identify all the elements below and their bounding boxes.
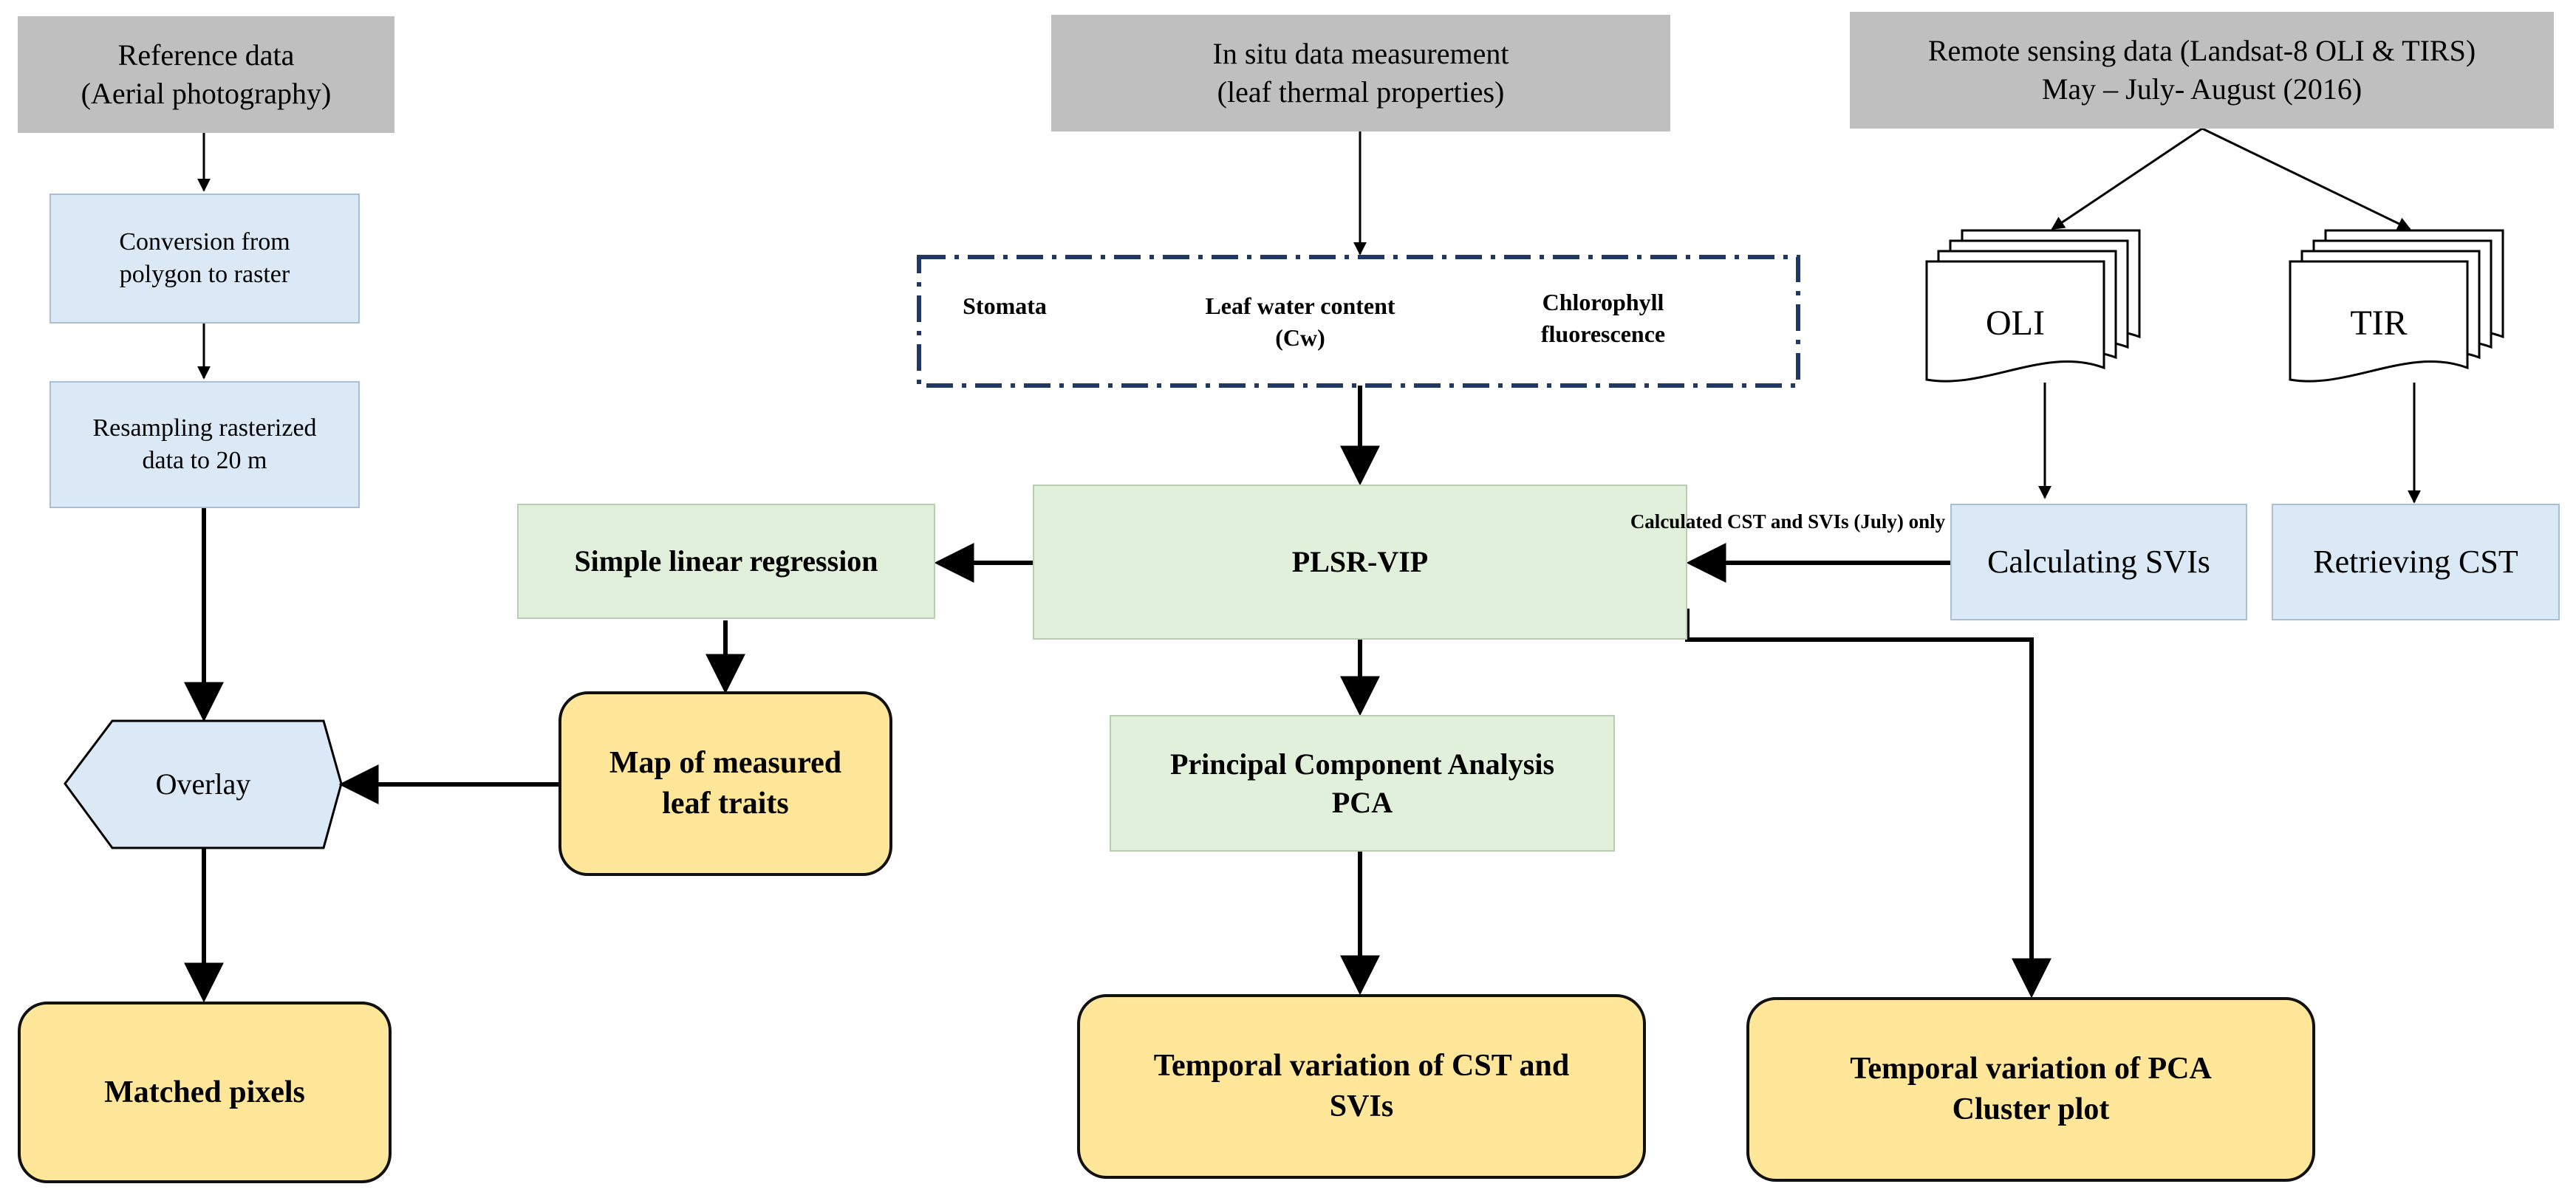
thick-connectors — [184, 386, 2051, 1003]
leaf-traits-group — [917, 255, 1800, 388]
calculating-svis-node: Calculating SVIs — [1950, 504, 2247, 620]
remote-sensing-node: Remote sensing data (Landsat-8 OLI & TIR… — [1850, 12, 2554, 129]
retrieving-cst-label: Retrieving CST — [2313, 544, 2518, 581]
simple-linear-regression-node: Simple linear regression — [517, 504, 935, 619]
resampling-node: Resampling rasterized data to 20 m — [49, 381, 360, 508]
chlorophyll-fluorescence-label: Chlorophyll fluorescence — [1507, 287, 1699, 350]
insitu-data-node: In situ data measurement (leaf thermal pr… — [1051, 15, 1670, 131]
simple-linear-regression-label: Simple linear regression — [574, 544, 878, 578]
insitu-data-subtitle: (leaf thermal properties) — [1217, 75, 1505, 109]
leaf-water-line-2: (Cw) — [1275, 324, 1325, 352]
overlay-label: Overlay — [155, 767, 251, 801]
tir-label: TIR — [2350, 304, 2408, 343]
conversion-line-1: Conversion from — [119, 227, 290, 256]
reference-data-subtitle: (Aerial photography) — [81, 77, 332, 110]
overlay-hexagon — [64, 719, 343, 849]
map-traits-line-1: Map of measured — [609, 746, 842, 781]
thin-connectors — [197, 127, 2421, 504]
leaf-water-line-1: Leaf water content — [1205, 292, 1395, 319]
edge-label-calculated-cst-svis: Calculated CST and SVIs (July) only — [1630, 510, 1946, 533]
resampling-line-1: Resampling rasterized — [92, 414, 317, 442]
pca-line-1: Principal Component Analysis — [1169, 747, 1555, 781]
leaf-water-content-label: Leaf water content (Cw) — [1152, 290, 1448, 354]
temporal-pca-line-2: Cluster plot — [1952, 1092, 2110, 1126]
insitu-data-title: In situ data measurement — [1212, 37, 1509, 70]
oli-document-stack — [1925, 229, 2141, 383]
temporal-pca-line-1: Temporal variation of PCA — [1850, 1052, 2212, 1086]
resampling-line-2: data to 20 m — [142, 447, 267, 474]
conversion-node: Conversion from polygon to raster — [49, 194, 360, 324]
conversion-line-2: polygon to raster — [119, 261, 290, 288]
arrow-remote-to-tir — [2201, 127, 2411, 230]
matched-pixels-label: Matched pixels — [104, 1075, 305, 1109]
matched-pixels-node: Matched pixels — [18, 1002, 392, 1183]
map-measured-leaf-traits-node: Map of measured leaf traits — [558, 691, 892, 876]
plsr-vip-node: PLSR-VIP — [1033, 485, 1687, 640]
reference-data-title: Reference data — [117, 38, 295, 72]
remote-sensing-title: Remote sensing data (Landsat-8 OLI & TIR… — [1927, 34, 2476, 67]
chlorophyll-line-1: Chlorophyll — [1542, 289, 1664, 315]
map-traits-line-2: leaf traits — [662, 787, 789, 821]
reference-data-node: Reference data (Aerial photography) — [18, 16, 394, 133]
plsr-vip-label: PLSR-VIP — [1291, 545, 1429, 578]
tir-document-stack — [2289, 229, 2504, 383]
remote-sensing-period: May – July- August (2016) — [2041, 72, 2363, 106]
temporal-cst-line-1: Temporal variation of CST and — [1153, 1049, 1570, 1084]
temporal-variation-pca-node: Temporal variation of PCA Cluster plot — [1746, 997, 2315, 1182]
overlay-node: Overlay — [65, 721, 341, 848]
oli-label: OLI — [1986, 304, 2045, 343]
calculating-svis-label: Calculating SVIs — [1987, 544, 2210, 581]
chlorophyll-line-2: fluorescence — [1540, 321, 1666, 348]
pca-line-2: PCA — [1331, 785, 1393, 819]
arrow-remote-to-oli — [2051, 127, 2203, 230]
arrow-plsr-to-temporal-pca — [1685, 609, 2051, 999]
retrieving-cst-node: Retrieving CST — [2272, 504, 2560, 620]
stomata-label: Stomata — [963, 292, 1047, 319]
temporal-cst-line-2: SVIs — [1329, 1089, 1394, 1123]
